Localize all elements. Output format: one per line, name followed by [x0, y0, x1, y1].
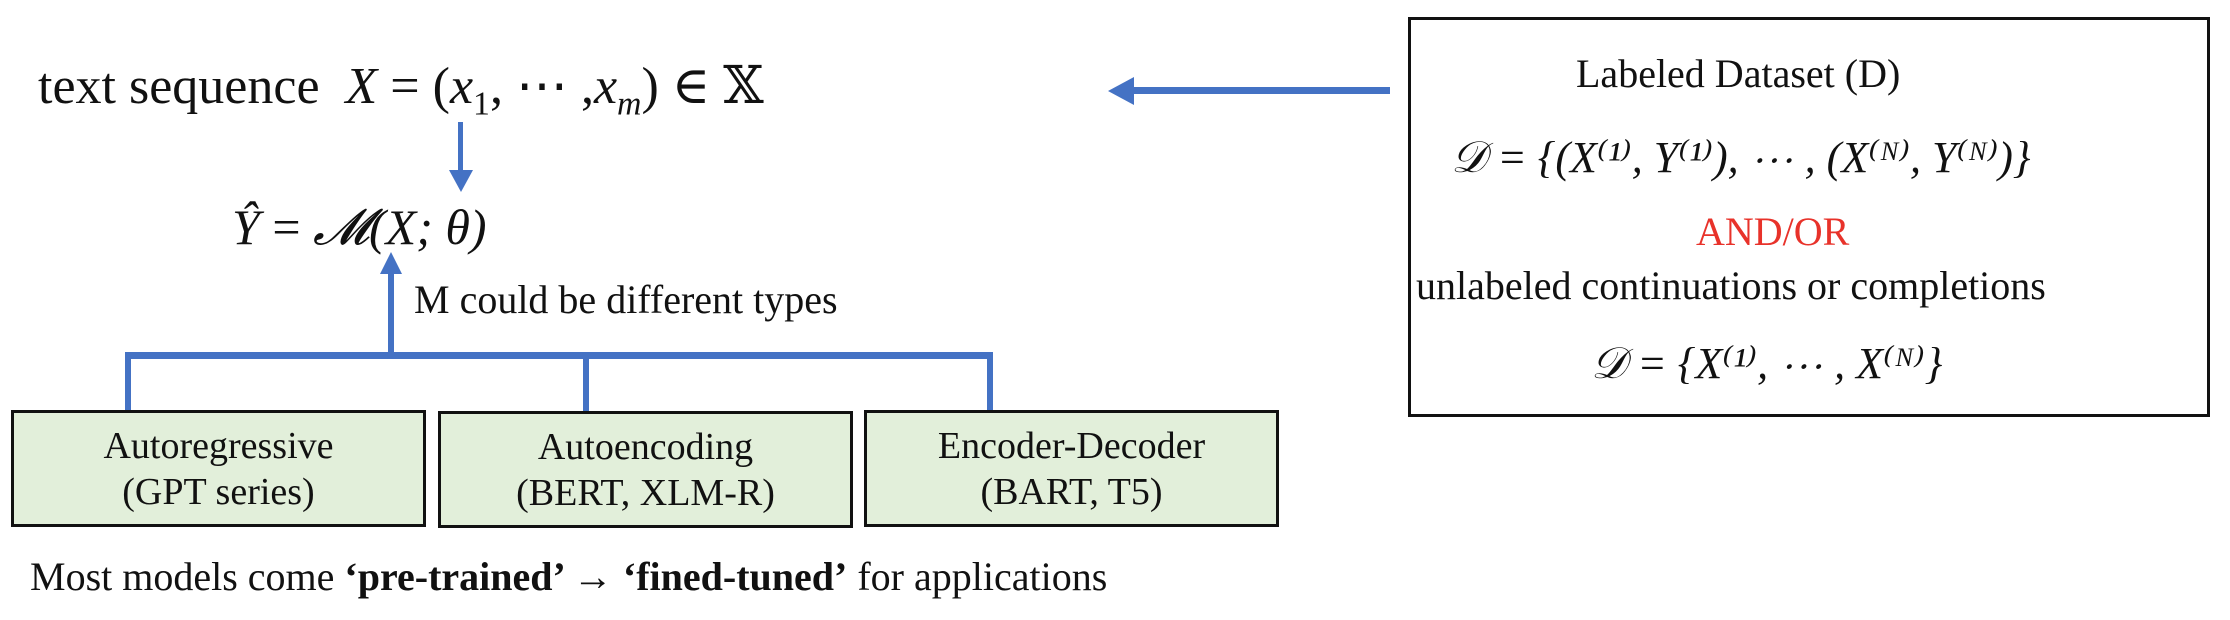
xm: x	[593, 58, 618, 115]
sub-1: 1	[473, 85, 490, 123]
and-or-label: AND/OR	[1696, 209, 1850, 254]
labeled-dataset-formula: 𝒟 = {(X⁽¹⁾, Y⁽¹⁾), ⋯ , (X⁽ᴺ⁾, Y⁽ᴺ⁾)}	[1451, 133, 2031, 182]
model-type-encoder-decoder: Encoder-Decoder (BART, T5)	[864, 410, 1279, 527]
bracket-left	[125, 352, 131, 412]
paren-close: )	[641, 58, 659, 115]
model-symbol: 𝓜	[313, 199, 370, 255]
model-args: (X; θ)	[369, 199, 487, 255]
model-type-examples: (BERT, XLM-R)	[516, 471, 775, 514]
input-sequence-formula: text sequence X = (x1, ⋯ ,xm) ∈ 𝕏	[38, 56, 764, 123]
up-arrow-shaft	[388, 272, 394, 357]
down-arrow-shaft	[458, 122, 463, 172]
up-arrow-head	[380, 252, 402, 274]
model-type-name: Autoregressive	[103, 424, 334, 467]
element-of: ∈	[671, 58, 711, 115]
output-formula: Ŷ = 𝓜(X; θ)	[232, 198, 487, 257]
unlabeled-dataset-formula: 𝒟 = {X⁽¹⁾, ⋯ , X⁽ᴺ⁾}	[1591, 339, 1943, 388]
input-var: X	[345, 58, 378, 115]
paren-open: (	[432, 58, 450, 115]
footer-finetuned: ‘fined-tuned’	[622, 554, 848, 599]
equals: =	[390, 58, 420, 115]
model-type-examples: (BART, T5)	[980, 470, 1163, 513]
down-arrow-head	[449, 170, 473, 192]
bracket-right	[987, 352, 993, 412]
input-space: 𝕏	[723, 58, 764, 115]
footer-note: Most models come ‘pre-trained’ → ‘fined-…	[30, 553, 1107, 600]
model-type-autoregressive: Autoregressive (GPT series)	[11, 410, 426, 527]
input-label: text sequence	[38, 58, 320, 115]
dots: , ⋯ ,	[489, 58, 594, 115]
dataset-box: Labeled Dataset (D) 𝒟 = {(X⁽¹⁾, Y⁽¹⁾), ⋯…	[1408, 17, 2210, 417]
footer-suffix: for applications	[847, 554, 1108, 599]
model-note: M could be different types	[414, 277, 838, 322]
equals: =	[272, 199, 301, 255]
model-type-name: Encoder-Decoder	[937, 424, 1206, 467]
footer-prefix: Most models come	[30, 554, 345, 599]
unlabeled-label: unlabeled continuations or completions	[1416, 263, 2046, 308]
model-type-autoencoding: Autoencoding (BERT, XLM-R)	[438, 411, 853, 528]
bracket-horizontal	[125, 352, 993, 359]
footer-arrow: →	[562, 554, 623, 599]
dataset-arrow-head	[1108, 77, 1134, 105]
model-type-examples: (GPT series)	[122, 470, 315, 513]
sub-m: m	[617, 85, 642, 123]
dataset-arrow-shaft	[1130, 87, 1390, 94]
model-type-name: Autoencoding	[537, 425, 754, 468]
x1: x	[449, 58, 474, 115]
dataset-title: Labeled Dataset (D)	[1576, 51, 1901, 96]
bracket-middle	[583, 352, 589, 412]
footer-pretrained: ‘pre-trained’	[344, 554, 563, 599]
y-hat: Ŷ	[232, 199, 260, 255]
